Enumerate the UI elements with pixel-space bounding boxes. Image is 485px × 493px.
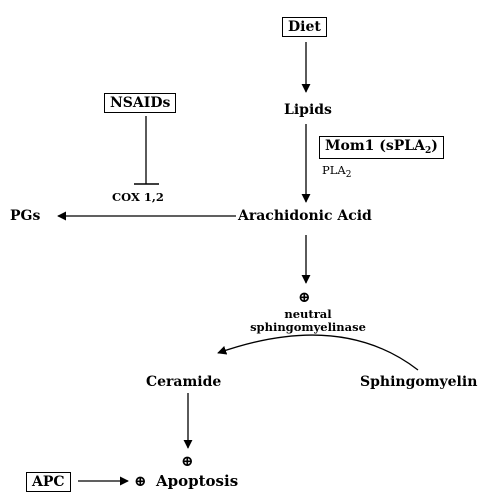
node-ceramide: Ceramide (146, 374, 222, 390)
mom1-close: ) (431, 138, 438, 154)
node-mom1: Mom1 (sPLA2) (319, 136, 444, 159)
pla2-subscript: 2 (345, 170, 352, 180)
mom1-label: Mom1 (sPLA (325, 138, 426, 154)
node-pla2: PLA2 (322, 163, 352, 180)
node-apc: APC (26, 472, 71, 492)
node-pgs: PGs (10, 208, 41, 224)
node-arachidonic-acid: Arachidonic Acid (238, 208, 372, 224)
plus-sign-ceramide-apoptosis: ⊕ (181, 452, 194, 470)
node-diet: Diet (282, 17, 327, 37)
mom1-subscript: 2 (425, 146, 432, 156)
node-apoptosis: Apoptosis (156, 472, 239, 490)
node-sphingomyelin: Sphingomyelin (360, 374, 478, 390)
node-neutral: neutral (284, 307, 332, 321)
pla2-label: PLA (322, 163, 346, 177)
node-sphingomyelinase: sphingomyelinase (250, 320, 366, 334)
node-nsaids: NSAIDs (104, 93, 177, 113)
plus-sign-sphingomyelinase: ⊕ (298, 288, 311, 306)
node-lipids: Lipids (284, 102, 332, 118)
node-cox: COX 1,2 (112, 190, 164, 204)
arrow-sphingomyelin-to-ceramide (217, 334, 419, 371)
plus-sign-apc-apoptosis: ⊕ (134, 472, 147, 490)
